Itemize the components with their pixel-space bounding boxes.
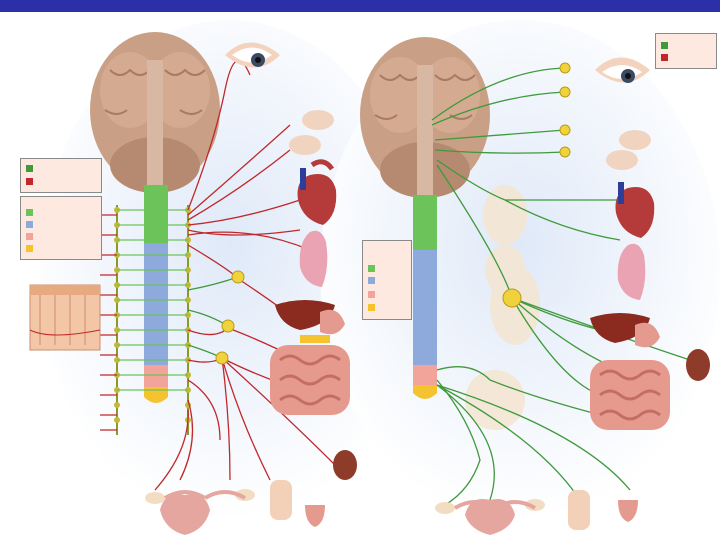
- kidney-icon: [686, 349, 710, 381]
- intestine-icon: [270, 345, 350, 415]
- kidney-icon: [333, 450, 357, 480]
- legend-swatch: [26, 221, 33, 228]
- nervous-system-diagram: [0, 12, 720, 540]
- legend-swatch: [368, 265, 375, 272]
- legend-swatch: [26, 245, 33, 252]
- legend-swatch: [26, 233, 33, 240]
- legend-swatch: [368, 291, 375, 298]
- intestine-icon: [590, 360, 670, 430]
- legend-swatch: [661, 54, 668, 61]
- spinal-cord: [144, 185, 168, 403]
- title-bar: [0, 0, 720, 12]
- legend-swatch: [661, 42, 668, 49]
- legend-swatch: [26, 178, 33, 185]
- legend-top-right: [655, 33, 717, 69]
- legend-middle-regions: [362, 240, 412, 320]
- legend-swatch: [26, 165, 33, 172]
- spinal-cord: [413, 195, 437, 399]
- legend-left-regions: [20, 196, 102, 260]
- skin-section-icon: [30, 285, 100, 350]
- legend-swatch: [368, 277, 375, 284]
- legend-left-fiber-types: [20, 158, 102, 193]
- legend-swatch: [26, 209, 33, 216]
- legend-swatch: [368, 304, 375, 311]
